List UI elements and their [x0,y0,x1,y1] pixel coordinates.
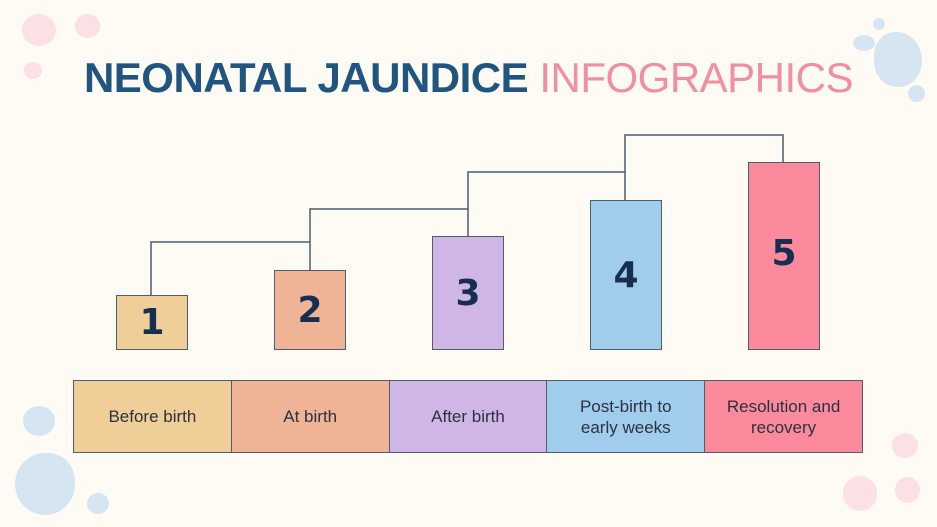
stage-label: At birth [283,407,338,426]
stage-label: After birth [431,407,505,426]
decor-blob [895,477,920,503]
step-number: 5 [771,233,797,274]
stage-after-birth: After birth [389,381,548,452]
step-box-3: 3 [432,236,504,350]
decor-blob [908,85,925,102]
step-number: 4 [613,254,639,296]
page-title: NEONATAL JAUNDICE INFOGRAPHICS [0,50,937,106]
stage-label: Before birth [108,407,197,426]
decor-blob [22,14,56,46]
step-number: 2 [297,289,323,331]
decor-blob [15,453,75,515]
decor-blob [843,476,877,511]
title-light: INFOGRAPHICS [539,54,854,101]
decor-blob [75,14,100,38]
stage-label: Post-birth to early weeks [579,396,672,437]
decor-blob [24,62,42,79]
stage-before-birth: Before birth [74,381,232,452]
stage-labels-row: Before birth At birth After birth Post-b… [73,380,863,453]
step-number: 3 [455,272,481,314]
step-box-5: 5 [748,162,820,350]
decor-blob [874,32,922,87]
stage-at-birth: At birth [231,381,390,452]
step-box-1: 1 [116,295,188,350]
stage-resolution: Resolution and recovery [705,381,862,452]
decor-blob [853,35,875,51]
step-box-4: 4 [590,200,662,350]
title-bold: NEONATAL JAUNDICE [83,54,529,101]
step-number: 1 [139,302,165,343]
stage-post-birth: Post-birth to early weeks [547,381,706,452]
decor-blob [23,406,55,436]
decor-blob [87,493,109,514]
step-box-2: 2 [274,270,346,350]
decor-blob [892,433,918,458]
stage-label: Resolution and recovery [726,396,841,437]
decor-blob [873,18,885,30]
